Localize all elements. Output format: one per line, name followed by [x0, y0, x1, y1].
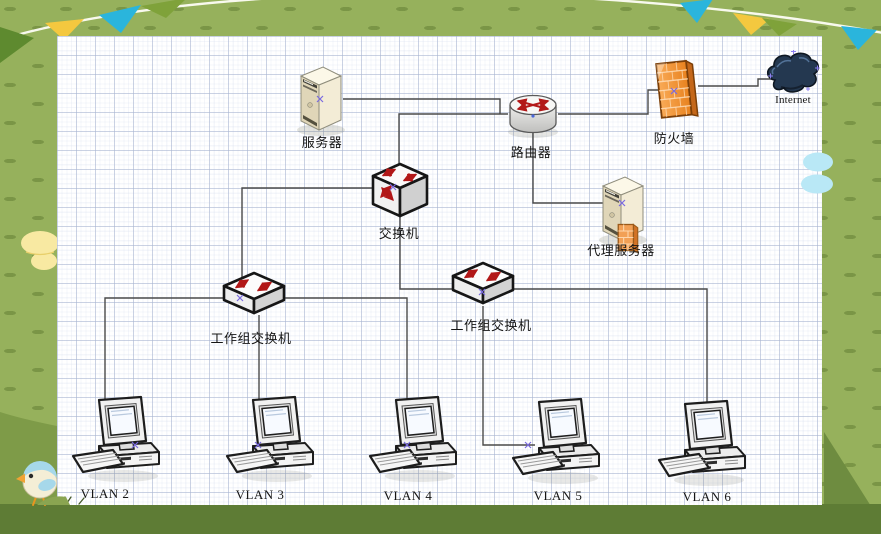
- flag-green-right: [762, 18, 797, 36]
- node-core-switch: 交换机: [369, 161, 431, 241]
- left-hill-shape: [0, 412, 57, 534]
- edge-firewall-internet: [698, 78, 780, 87]
- bottom-grass-band: [0, 504, 881, 534]
- node-label: 服务器: [301, 135, 343, 150]
- edge-wgswitch1-vlan2: [104, 297, 229, 402]
- node-router: 路由器: [506, 91, 560, 160]
- node-vlan2-pc: VLAN 2: [71, 394, 163, 501]
- flag-blue-left: [99, 5, 141, 33]
- node-firewall: 防火墙: [652, 56, 702, 146]
- flag-green-left-edge: [0, 27, 34, 63]
- node-label: Internet: [775, 94, 811, 106]
- edge-server-router: [343, 98, 501, 114]
- flag-yellow-right: [733, 13, 770, 35]
- flag-blue-right: [680, 0, 713, 23]
- edge-switch-wgswitch2-vlan6: [399, 216, 708, 442]
- node-label: 路由器: [510, 145, 552, 160]
- node-label: 防火墙: [653, 131, 695, 146]
- yellow-cloud-blob: [21, 231, 59, 270]
- node-internet: Internet: [763, 50, 821, 106]
- node-label: VLAN 3: [235, 487, 285, 502]
- node-label: VLAN 4: [383, 488, 433, 503]
- glue-point-markers: [131, 87, 678, 449]
- node-label: VLAN 5: [533, 488, 583, 503]
- bird-feet: [32, 496, 46, 506]
- node-label: 工作组交换机: [210, 331, 292, 346]
- bird-eye: [28, 473, 34, 479]
- bird-beak: [16, 473, 25, 483]
- node-vlan5-pc: VLAN 5: [511, 396, 603, 503]
- edge-wgswitch1-vlan4: [281, 297, 408, 402]
- node-label: 代理服务器: [587, 243, 655, 258]
- node-vlan3-pc: VLAN 3: [225, 394, 317, 502]
- edge-switch-wgswitch1: [241, 187, 377, 281]
- node-server: 服务器: [289, 64, 347, 150]
- edge-router-proxy: [532, 132, 619, 204]
- node-label: 交换机: [378, 226, 420, 241]
- node-label: VLAN 6: [682, 489, 732, 504]
- node-proxy-server: 代理服务器: [587, 174, 654, 259]
- bird-wing: [38, 479, 56, 491]
- bird-decoration: [16, 461, 58, 506]
- flag-blue-far-right: [841, 26, 877, 50]
- connector-lines: [104, 78, 780, 446]
- node-vlan4-pc: VLAN 4: [368, 394, 460, 503]
- diagram-canvas: 服务器 路由器 防火墙 Internet 交换机 代理服务器: [57, 36, 822, 505]
- flag-olive-left: [141, 0, 185, 18]
- node-vlan6-pc: VLAN 6: [657, 398, 749, 504]
- node-label: 工作组交换机: [450, 318, 532, 333]
- edge-wgswitch2-vlan5: [482, 306, 535, 446]
- right-hill-shape: [824, 432, 881, 534]
- node-workgroup-switch-1: 工作组交换机: [210, 269, 291, 346]
- edge-switch-router: [398, 113, 508, 166]
- node-workgroup-switch-2: 工作组交换机: [449, 259, 531, 333]
- node-label: VLAN 2: [80, 486, 130, 501]
